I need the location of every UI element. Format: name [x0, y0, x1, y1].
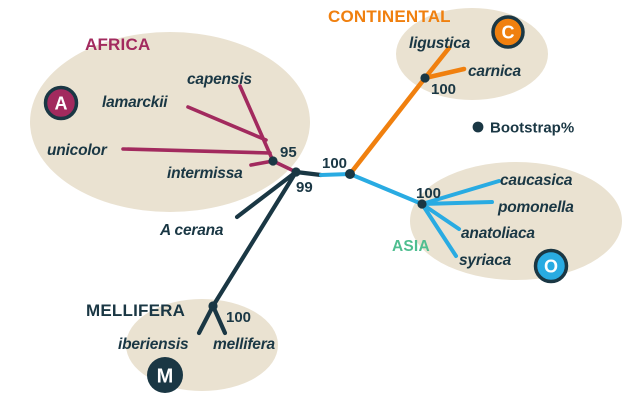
bootstrap-dot-icon [472, 121, 484, 133]
node-africa [268, 156, 278, 166]
africa-badge-icon [43, 85, 79, 121]
mellifera-badge-letter: M [157, 366, 174, 388]
bootstrap-mellifera: 100 [226, 309, 251, 326]
branch-mellifera-trunk [210, 169, 299, 309]
branch-caucasica [420, 179, 501, 206]
branch-capensis [238, 84, 275, 163]
branch-mellifera-tip [210, 303, 228, 336]
branch-syriaca [420, 202, 458, 258]
label-syriaca: syriaca [459, 252, 512, 269]
legend: Bootstrap% [472, 120, 574, 137]
node-root [291, 167, 301, 177]
bootstrap-continental: 100 [431, 81, 456, 98]
bootstrap-nodes [208, 73, 430, 311]
label-intermissa: intermissa [167, 165, 243, 182]
branch-pomonella [420, 200, 494, 206]
label-carnica: carnica [468, 63, 521, 80]
label-mellifera: mellifera [213, 336, 276, 353]
continental-group-label: CONTINENTAL [328, 7, 451, 26]
bootstrap-africa: 95 [280, 144, 297, 161]
legend-label: Bootstrap% [490, 120, 574, 137]
label-pomonella: pomonella [497, 199, 574, 216]
branch-lamarckii [186, 105, 268, 142]
branch-hub-to-asia [348, 172, 424, 206]
africa-group-label: AFRICA [85, 35, 150, 54]
continental-badge-letter: C [502, 23, 515, 43]
bootstrap-values: 95 99 100 100 100 100 [226, 81, 456, 326]
asia-badge-letter: O [544, 257, 558, 277]
lineage-badges: A C O M [43, 15, 569, 393]
node-mellifera [208, 301, 218, 311]
label-iberiensis: iberiensis [118, 336, 189, 353]
bootstrap-hub: 100 [322, 155, 347, 172]
asia-group-label: ASIA [392, 238, 430, 255]
mellifera-group-label: MELLIFERA [86, 301, 185, 320]
label-capensis: capensis [187, 71, 252, 88]
branch-hub-to-continental [347, 75, 428, 177]
bootstrap-asia: 100 [416, 185, 441, 202]
branch-unicolor [121, 147, 272, 155]
branch-a-cerana [234, 169, 299, 220]
branch-ligustica [422, 45, 452, 81]
asia-badge-icon [533, 248, 569, 284]
africa-badge-letter: A [55, 94, 68, 114]
label-unicolor: unicolor [47, 142, 108, 159]
branch-anatoliaca [420, 202, 461, 231]
africa-cluster-ellipse [30, 32, 310, 212]
label-lamarckii: lamarckii [102, 94, 168, 111]
label-caucasica: caucasica [500, 172, 573, 189]
branch-carnica [422, 66, 467, 81]
label-ligustica: ligustica [409, 35, 471, 52]
branch-iberiensis [196, 303, 216, 336]
continental-badge-icon [491, 15, 525, 49]
node-asia [417, 199, 427, 209]
species-labels: capensis lamarckii unicolor intermissa l… [47, 35, 574, 353]
bootstrap-root: 99 [296, 179, 313, 196]
node-continental [420, 73, 430, 83]
label-anatoliaca: anatoliaca [461, 225, 535, 242]
mellifera-badge-icon [147, 357, 183, 393]
node-hub [345, 169, 355, 179]
label-a-cerana: A cerana [159, 222, 224, 239]
